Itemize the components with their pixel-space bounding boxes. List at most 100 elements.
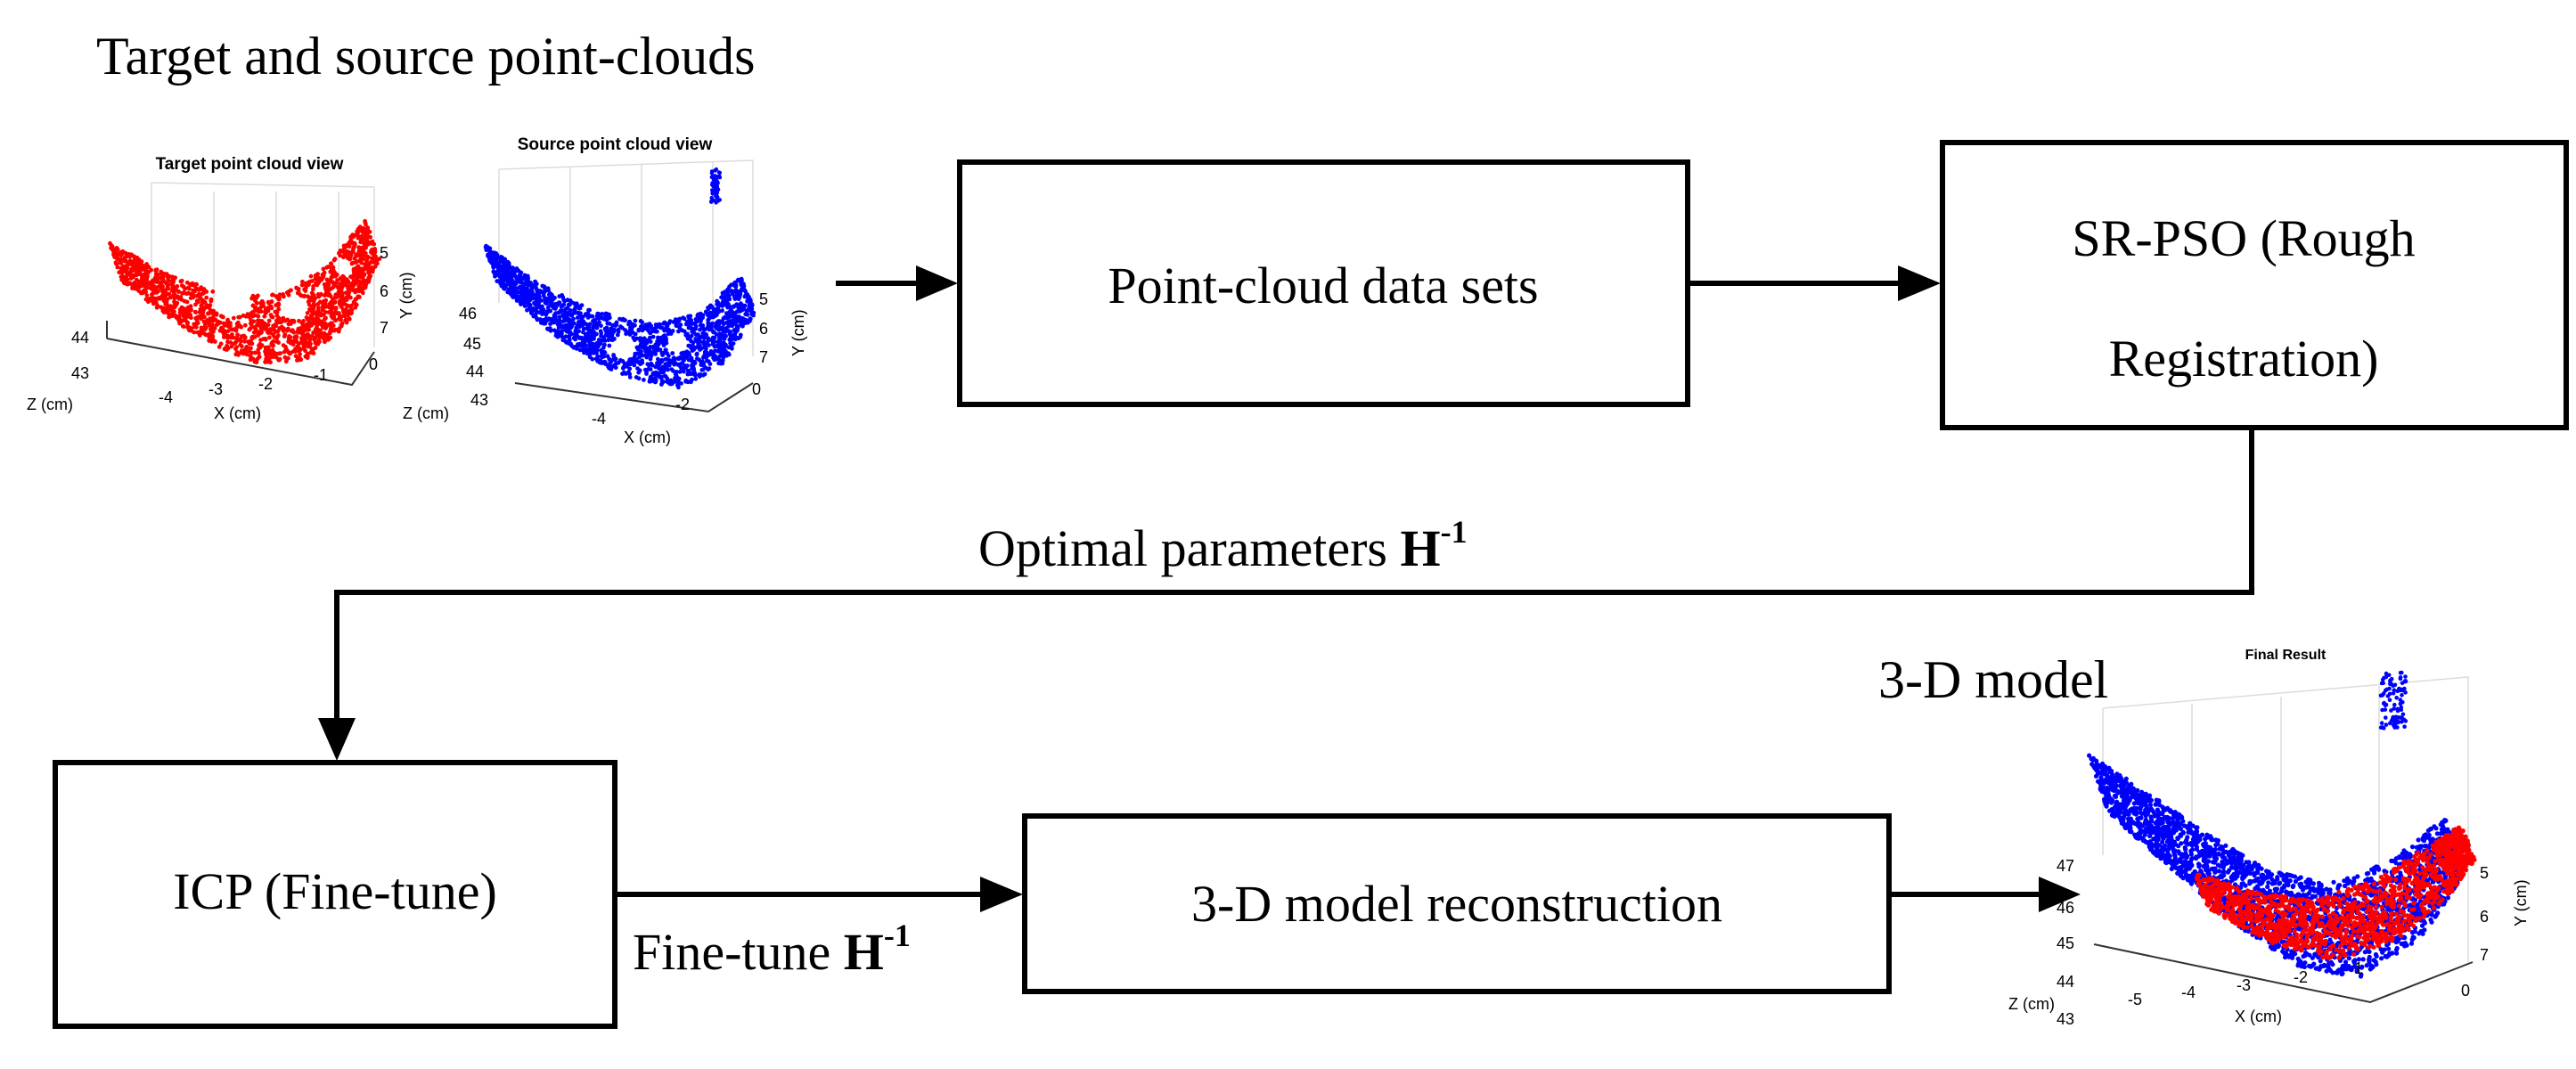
cloud-point bbox=[225, 347, 229, 352]
cloud-point bbox=[2147, 802, 2153, 808]
target-z-label: Z (cm) bbox=[27, 396, 73, 413]
cloud-point bbox=[500, 273, 504, 279]
cloud-point bbox=[276, 315, 282, 321]
cloud-point bbox=[364, 222, 368, 227]
cloud-point bbox=[332, 300, 337, 306]
cloud-point bbox=[618, 324, 623, 329]
cloud-point bbox=[707, 343, 711, 347]
cloud-point bbox=[571, 321, 577, 326]
cloud-point bbox=[318, 328, 323, 333]
cloud-point bbox=[308, 273, 314, 279]
cloud-point bbox=[349, 285, 355, 290]
cloud-point bbox=[154, 305, 159, 310]
cloud-point bbox=[315, 322, 320, 328]
cloud-point bbox=[363, 250, 368, 256]
cloud-point bbox=[339, 285, 345, 290]
cloud-point bbox=[329, 325, 333, 330]
cloud-point bbox=[174, 302, 179, 307]
cloud-point bbox=[743, 321, 748, 325]
cloud-point bbox=[576, 323, 580, 328]
target-cloud-points bbox=[108, 218, 382, 365]
cloud-point bbox=[201, 305, 207, 310]
cloud-point bbox=[242, 339, 247, 344]
cloud-point bbox=[705, 358, 709, 363]
cloud-point bbox=[299, 339, 305, 343]
cloud-point bbox=[720, 290, 725, 296]
cloud-point bbox=[303, 341, 308, 347]
cloud-point bbox=[348, 295, 353, 300]
cloud-point bbox=[111, 252, 116, 257]
cloud-point bbox=[650, 334, 656, 339]
cloud-point bbox=[236, 314, 241, 320]
cloud-point bbox=[669, 360, 675, 365]
cloud-point bbox=[284, 290, 290, 295]
cloud-point bbox=[663, 356, 668, 362]
cloud-point bbox=[587, 339, 592, 345]
cloud-point bbox=[648, 335, 652, 340]
cloud-point bbox=[233, 352, 239, 357]
cloud-point bbox=[303, 289, 308, 293]
cloud-point bbox=[340, 278, 345, 283]
cloud-point bbox=[591, 319, 595, 323]
cloud-point bbox=[354, 254, 359, 259]
cloud-point bbox=[602, 326, 608, 331]
cloud-point bbox=[498, 259, 503, 264]
cloud-point bbox=[700, 355, 706, 360]
cloud-point bbox=[597, 320, 601, 325]
cloud-point bbox=[365, 254, 370, 259]
cloud-point bbox=[192, 322, 197, 327]
cloud-point bbox=[361, 279, 365, 284]
cloud-point bbox=[740, 288, 746, 292]
cloud-point bbox=[347, 316, 352, 322]
cloud-point bbox=[666, 361, 671, 366]
target-y-tick: 5 bbox=[380, 244, 388, 262]
cloud-point bbox=[250, 309, 256, 314]
cloud-point bbox=[360, 290, 365, 296]
cloud-point bbox=[129, 266, 135, 272]
cloud-point bbox=[307, 295, 312, 300]
cloud-point bbox=[263, 359, 268, 364]
cloud-point bbox=[340, 273, 346, 279]
cloud-point bbox=[362, 283, 367, 289]
cloud-point bbox=[309, 314, 315, 320]
cloud-point bbox=[180, 318, 185, 323]
cloud-point bbox=[634, 375, 639, 379]
cloud-point bbox=[714, 306, 719, 312]
cloud-point bbox=[715, 325, 719, 330]
cloud-point bbox=[132, 254, 136, 259]
cloud-point bbox=[312, 337, 316, 342]
source-x-tick: -4 bbox=[592, 410, 606, 428]
cloud-point bbox=[154, 267, 159, 272]
cloud-point bbox=[249, 346, 253, 351]
cloud-point bbox=[510, 269, 515, 274]
cloud-point bbox=[234, 345, 239, 349]
cloud-point bbox=[709, 169, 715, 174]
cloud-point bbox=[630, 360, 635, 365]
cloud-point bbox=[709, 195, 714, 200]
target-x-tick: 0 bbox=[369, 355, 378, 373]
cloud-point bbox=[655, 329, 659, 334]
cloud-point bbox=[717, 339, 723, 344]
cloud-point bbox=[354, 302, 359, 307]
cloud-point bbox=[355, 268, 359, 273]
cloud-point bbox=[307, 323, 313, 329]
cloud-point bbox=[344, 298, 349, 302]
cloud-point bbox=[560, 319, 566, 324]
cloud-point bbox=[694, 352, 699, 357]
cloud-point bbox=[356, 249, 362, 254]
cloud-point bbox=[250, 303, 256, 308]
cloud-point bbox=[647, 322, 652, 326]
cloud-point bbox=[301, 346, 307, 351]
cloud-point bbox=[729, 343, 734, 347]
cloud-point bbox=[621, 370, 626, 375]
cloud-point bbox=[176, 318, 181, 322]
cloud-point bbox=[179, 283, 184, 288]
cloud-point bbox=[305, 311, 310, 315]
cloud-point bbox=[520, 289, 525, 294]
cloud-point bbox=[698, 327, 702, 332]
cloud-point bbox=[225, 333, 231, 339]
cloud-point bbox=[546, 292, 552, 298]
cloud-point bbox=[187, 286, 192, 291]
cloud-point bbox=[242, 350, 248, 355]
target-y-label: Y (cm) bbox=[397, 272, 415, 319]
